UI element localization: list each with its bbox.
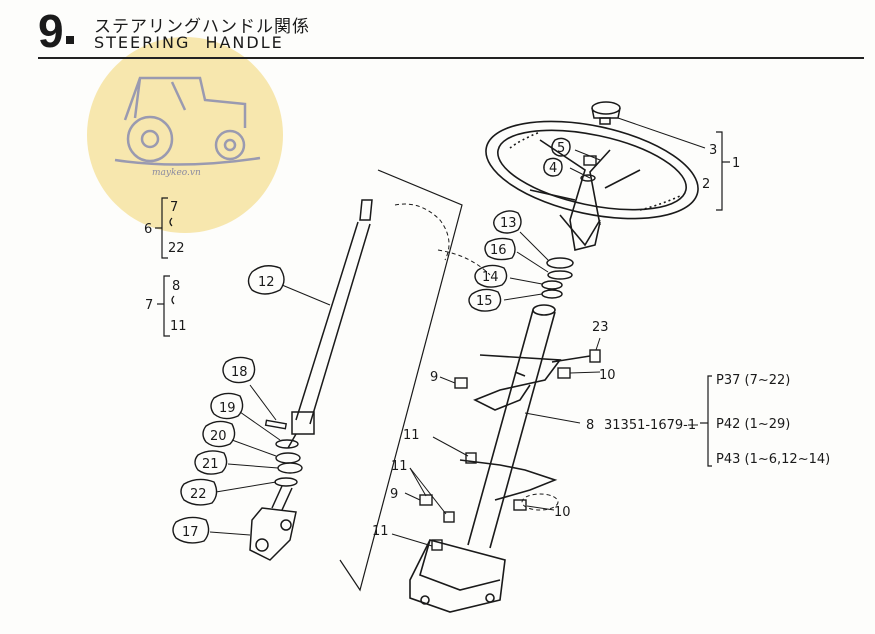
page-ref-p37: P37 (7~22) <box>716 373 790 388</box>
callout-2: 2 <box>702 177 710 192</box>
shaft-frame <box>339 169 463 592</box>
callout-5: 5 <box>557 141 565 156</box>
page-ref-p43: P43 (1~6,12~14) <box>716 452 830 467</box>
bracket-7-top: 8 <box>172 279 180 294</box>
bracket-group-7 <box>157 275 175 337</box>
section-number-dot <box>66 36 74 44</box>
callout-6: 6 <box>144 222 152 237</box>
callout-17: 17 <box>182 525 199 540</box>
collars <box>419 367 571 551</box>
callout-11-upper: 11 <box>403 428 420 443</box>
header-rule <box>38 57 864 59</box>
column-bearings <box>541 257 574 299</box>
callout-22: 22 <box>190 487 207 502</box>
bracket-7-bottom: 11 <box>170 319 187 334</box>
callout-18: 18 <box>231 365 248 380</box>
callout-23: 23 <box>592 320 609 335</box>
callout-21: 21 <box>202 457 219 472</box>
page-ref-p42: P42 (1~29) <box>716 417 790 432</box>
phantom-outline <box>394 203 559 511</box>
callout-4: 4 <box>549 161 557 176</box>
bracket-group-6 <box>155 197 173 259</box>
watermark-logo <box>87 37 283 233</box>
callout-13: 13 <box>500 216 517 231</box>
callout-bubbles <box>172 137 571 544</box>
bolt-23 <box>551 349 601 363</box>
callout-1: 1 <box>732 156 740 171</box>
callout-8: 8 <box>586 418 594 433</box>
universal-joint <box>249 485 297 561</box>
callout-7: 7 <box>145 298 153 313</box>
watermark-text: maykeo.vn <box>152 168 201 178</box>
leader-lines <box>209 117 706 547</box>
tractor-icon <box>114 76 261 166</box>
callout-12: 12 <box>258 275 275 290</box>
callout-11-middle: 11 <box>391 459 408 474</box>
callout-9-upper: 9 <box>430 370 438 385</box>
callout-3: 3 <box>709 143 717 158</box>
callout-20: 20 <box>210 429 227 444</box>
joint-small-parts <box>264 419 303 487</box>
bracket-6-bottom: 22 <box>168 241 185 256</box>
horn-cap <box>591 101 621 125</box>
callout-10-lower: 10 <box>554 505 571 520</box>
callout-15: 15 <box>476 294 493 309</box>
callout-19: 19 <box>219 401 236 416</box>
steering-shaft <box>287 199 373 449</box>
callout-10-upper: 10 <box>599 368 616 383</box>
section-title-japanese: ステアリングハンドル関係 <box>94 17 310 37</box>
bracket-group-1 <box>716 131 730 211</box>
section-title-english: STEERING HANDLE <box>94 33 284 52</box>
bracket-6-top: 7 <box>170 200 178 215</box>
callout-9-lower: 9 <box>390 487 398 502</box>
callout-11-lower: 11 <box>372 524 389 539</box>
steering-column <box>409 304 562 613</box>
callout-14: 14 <box>482 270 499 285</box>
callout-16: 16 <box>490 243 507 258</box>
steering-wheel <box>485 120 699 251</box>
page-ref-bracket <box>700 375 712 467</box>
section-number: 9 <box>38 5 64 57</box>
part-number: 31351-1679-1 <box>604 418 696 433</box>
